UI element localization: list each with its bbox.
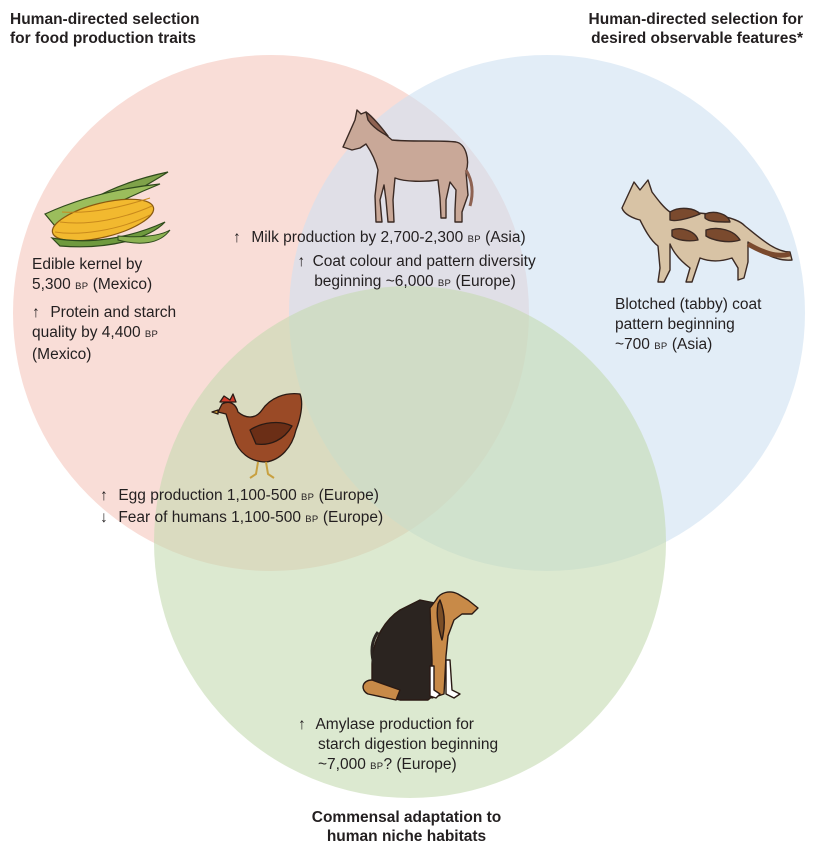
food-title-line-2: for food production traits — [10, 29, 200, 48]
maize-line-3: ↑ Protein and starch — [32, 303, 176, 323]
horse-coat-traits: ↑ Coat colour and pattern diversity begi… — [240, 252, 590, 294]
cat-line-2: pattern beginning — [615, 315, 761, 335]
maize-line-4: quality by 4,400 BP — [32, 323, 176, 345]
chicken-line-2: ↓ Fear of humans 1,100-500 BP (Europe) — [100, 508, 383, 530]
dog-traits: ↑ Amylase production for starch digestio… — [298, 715, 498, 777]
cat-traits: Blotched (tabby) coat pattern beginning … — [615, 295, 761, 357]
maize-line-2: 5,300 BP (Mexico) — [32, 275, 176, 297]
maize-line-5: (Mexico) — [32, 345, 176, 365]
chicken-traits: ↑ Egg production 1,100-500 BP (Europe) ↓… — [100, 486, 383, 530]
commensal-set-title: Commensal adaptation to human niche habi… — [0, 808, 813, 846]
features-title-line-2: desired observable features* — [589, 29, 803, 48]
dog-line-2: starch digestion beginning — [298, 735, 498, 755]
maize-traits: Edible kernel by 5,300 BP (Mexico) ↑ Pro… — [32, 255, 176, 365]
food-production-set-title: Human-directed selection for food produc… — [10, 10, 200, 48]
commensal-title-line-2: human niche habitats — [0, 827, 813, 846]
dog-line-3: ~7,000 BP? (Europe) — [298, 755, 498, 777]
dog-line-1: ↑ Amylase production for — [298, 715, 498, 735]
horse-line-2: ↑ Coat colour and pattern diversity — [240, 252, 590, 272]
horse-traits: ↑ Milk production by 2,700-2,300 BP (Asi… — [233, 228, 526, 250]
chicken-line-1: ↑ Egg production 1,100-500 BP (Europe) — [100, 486, 383, 508]
cat-line-3: ~700 BP (Asia) — [615, 335, 761, 357]
commensal-title-line-1: Commensal adaptation to — [0, 808, 813, 827]
horse-line-3: beginning ~6,000 BP (Europe) — [240, 272, 590, 294]
maize-line-1: Edible kernel by — [32, 255, 176, 275]
cat-line-1: Blotched (tabby) coat — [615, 295, 761, 315]
horse-line-1: ↑ Milk production by 2,700-2,300 BP (Asi… — [233, 228, 526, 250]
features-title-line-1: Human-directed selection for — [589, 10, 803, 29]
food-title-line-1: Human-directed selection — [10, 10, 200, 29]
observable-features-set-title: Human-directed selection for desired obs… — [589, 10, 803, 48]
